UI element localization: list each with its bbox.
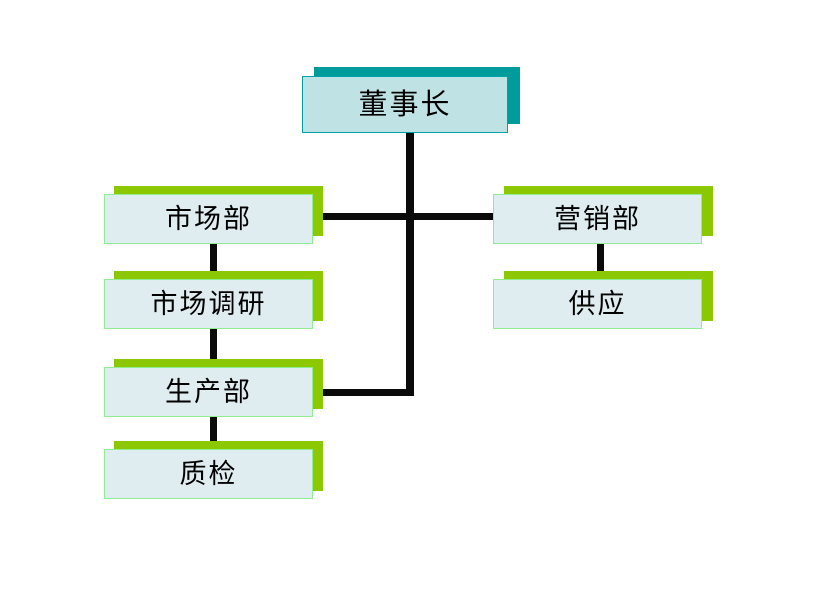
connector-trunk-vertical (406, 133, 414, 396)
node-sales-dept[interactable]: 营销部 (493, 186, 713, 244)
connector-production-to-quality (210, 416, 217, 451)
connector-cross-right-to-sales (412, 213, 494, 220)
node-label: 质检 (179, 458, 238, 490)
node-face[interactable]: 董事长 (302, 76, 508, 133)
connector-research-to-production (210, 328, 217, 369)
node-supply[interactable]: 供应 (493, 271, 713, 329)
node-market-research[interactable]: 市场调研 (104, 271, 323, 329)
node-face[interactable]: 供应 (493, 279, 702, 329)
node-face[interactable]: 生产部 (104, 367, 313, 417)
node-face[interactable]: 市场部 (104, 194, 313, 244)
node-quality-inspection[interactable]: 质检 (104, 441, 323, 499)
connector-cross-left-to-market (322, 213, 408, 220)
node-production-dept[interactable]: 生产部 (104, 359, 323, 417)
node-market-dept[interactable]: 市场部 (104, 186, 323, 244)
node-face[interactable]: 营销部 (493, 194, 702, 244)
node-label: 董事长 (358, 87, 452, 121)
node-face[interactable]: 质检 (104, 449, 313, 499)
connector-sales-to-supply (597, 243, 604, 281)
node-label: 供应 (568, 288, 627, 320)
node-label: 生产部 (165, 376, 252, 408)
node-label: 市场调研 (150, 288, 267, 320)
node-face[interactable]: 市场调研 (104, 279, 313, 329)
connector-market-to-research (210, 243, 217, 281)
node-label: 营销部 (554, 203, 641, 235)
node-chairman[interactable]: 董事长 (302, 67, 520, 133)
node-label: 市场部 (165, 203, 252, 235)
connector-elbow-to-production (322, 389, 412, 396)
